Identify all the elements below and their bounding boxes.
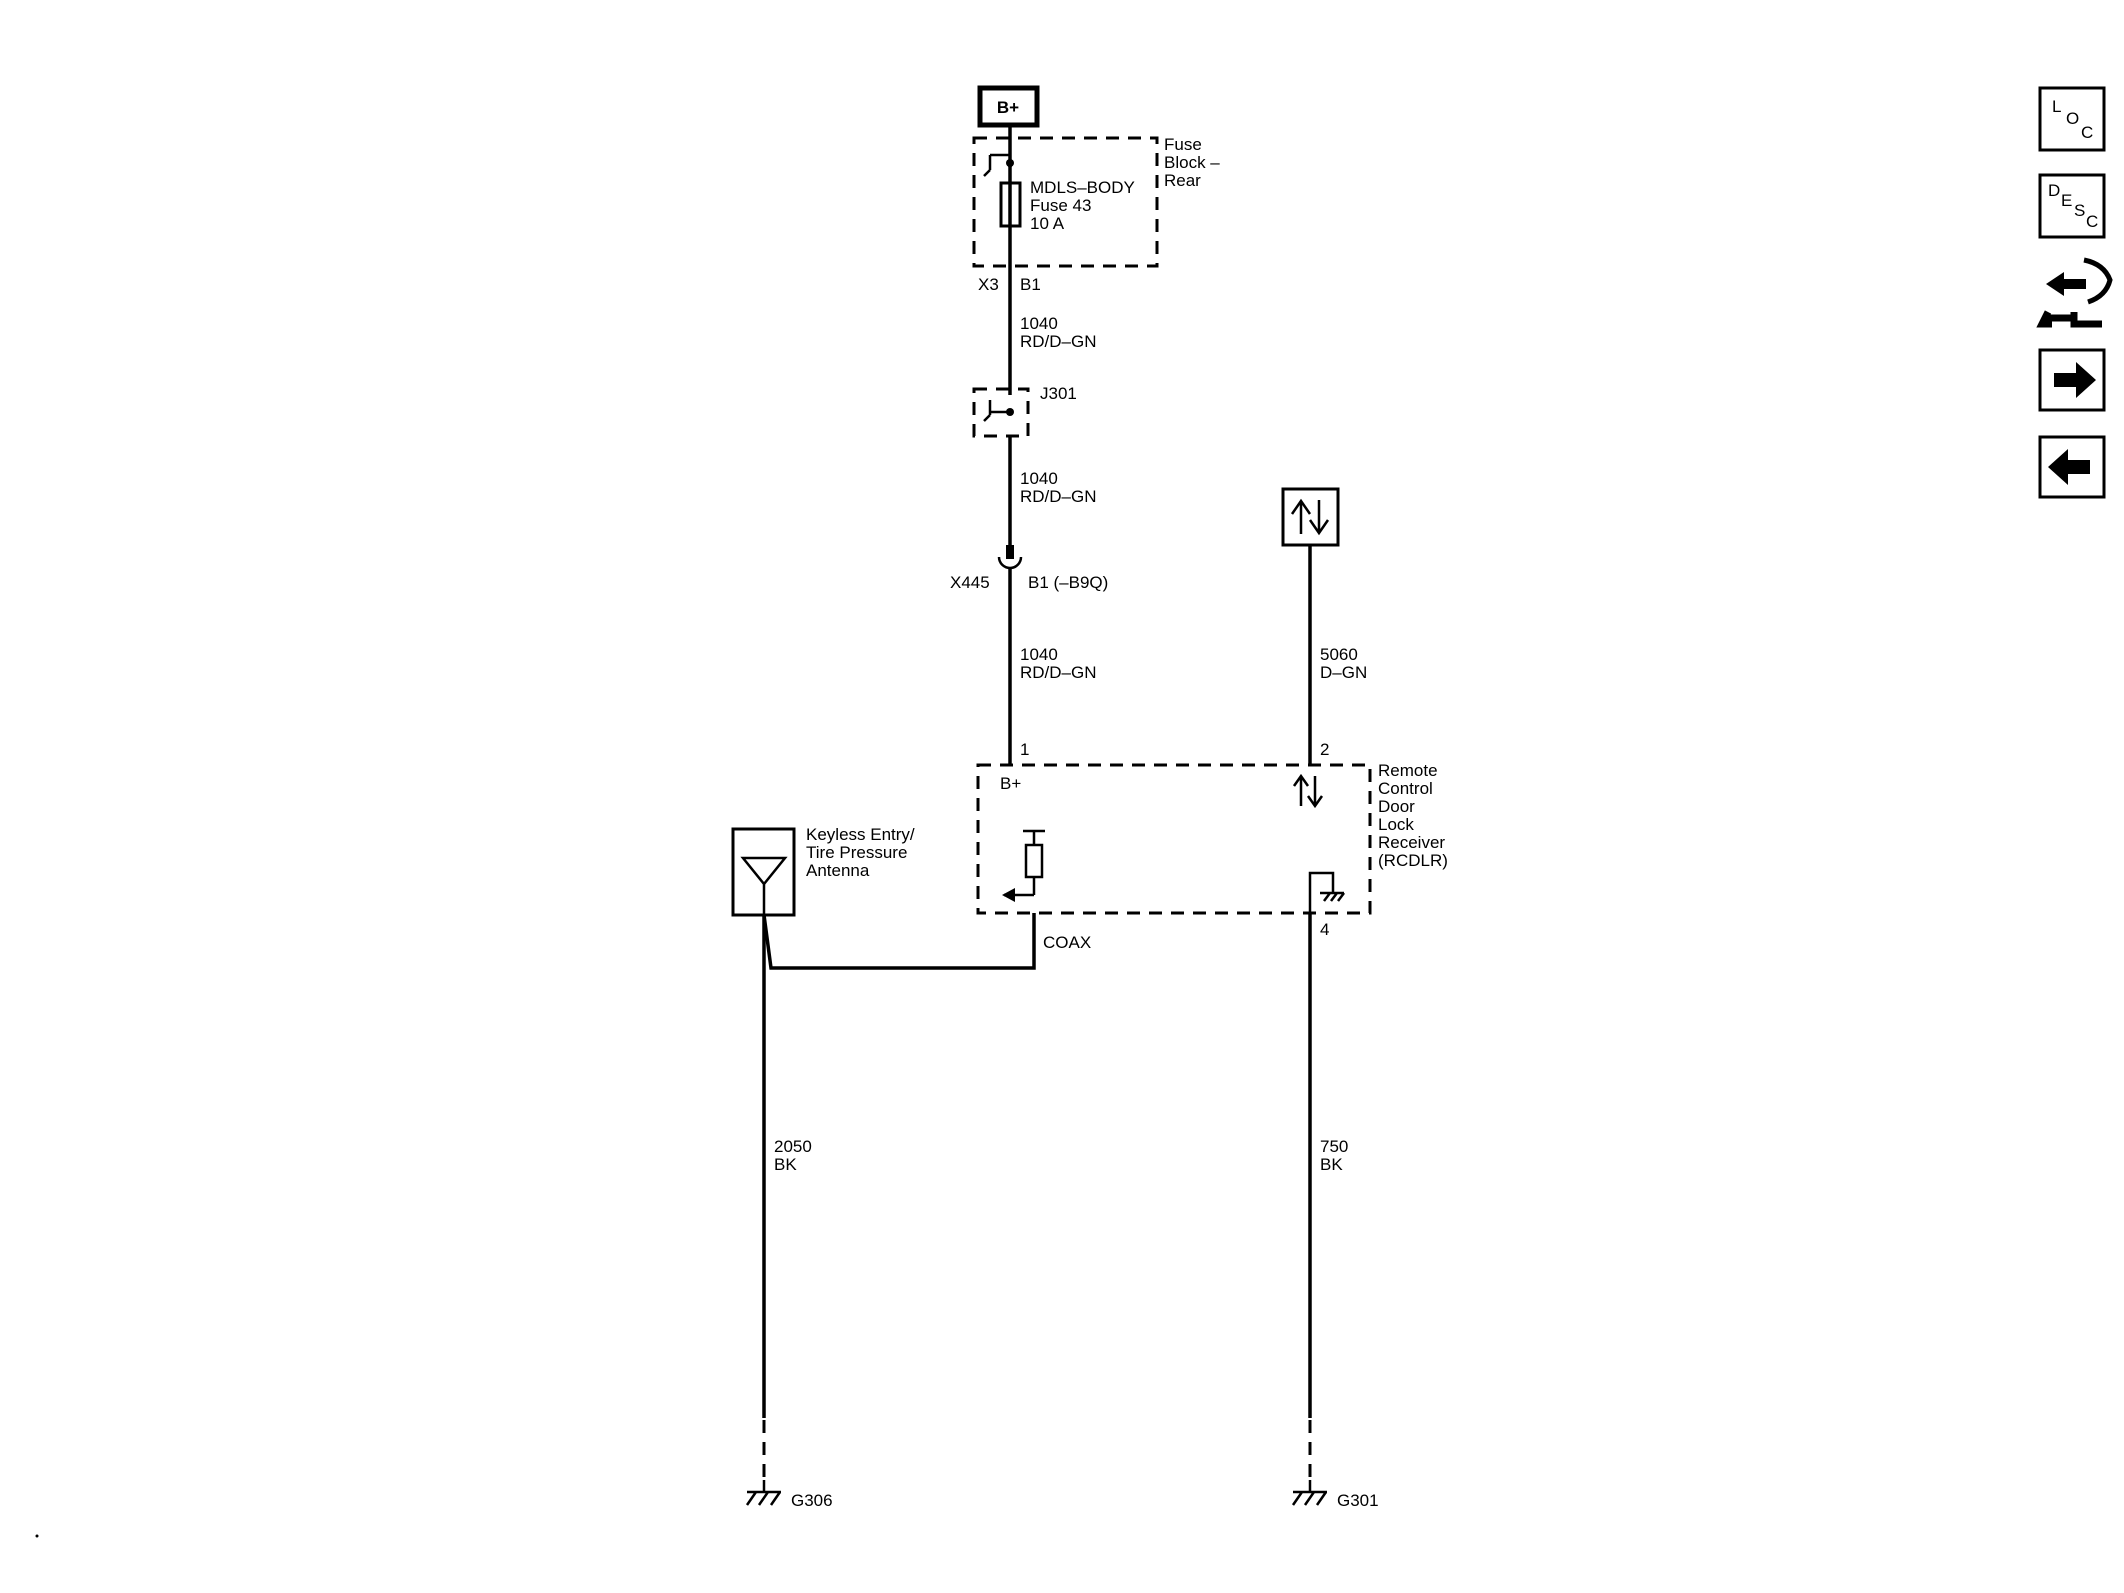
ground-g306-icon [745, 1480, 782, 1506]
antenna-label-2: Tire Pressure [806, 843, 907, 862]
arrow-left-icon [2048, 449, 2090, 485]
remote-control-door-lock-receiver: Remote Control Door Lock Receiver (RCDLR… [976, 740, 1448, 939]
wire-750-circuit: 750 [1320, 1137, 1348, 1156]
loc-letter-l: L [2052, 97, 2061, 116]
fuse-name: MDLS–BODY [1030, 178, 1135, 197]
module-b-plus-label: B+ [1000, 774, 1021, 793]
fuse-block-label-1: Fuse [1164, 135, 1202, 154]
connector-x445-pin-label: B1 (–B9Q) [1028, 573, 1108, 592]
receiver-label-2: Control [1378, 779, 1433, 798]
ground-g301-icon [1291, 1480, 1328, 1506]
desc-letter-d: D [2048, 181, 2060, 200]
receiver-label-3: Door [1378, 797, 1415, 816]
fuse-block-label-2: Block – [1164, 153, 1220, 172]
receiver-label-6: (RCDLR) [1378, 851, 1448, 870]
loc-letter-o: O [2066, 109, 2079, 128]
wire-1040-color-c: RD/D–GN [1020, 663, 1097, 682]
pin-1-label: 1 [1020, 740, 1029, 759]
wire-2050-circuit: 2050 [774, 1137, 812, 1156]
desc-letter-c: C [2086, 212, 2098, 231]
inline-connector-x445: X445 B1 (–B9Q) [950, 545, 1108, 592]
wire-2050-color: BK [774, 1155, 797, 1174]
antenna-label-3: Antenna [806, 861, 870, 880]
fuse-block-label-3: Rear [1164, 171, 1201, 190]
receiver-label-5: Receiver [1378, 833, 1445, 852]
battery-positive-source: B+ [977, 85, 1040, 128]
description-button[interactable]: D E S C [2038, 173, 2106, 239]
location-button[interactable]: L O C [2038, 86, 2106, 152]
keyless-entry-tire-pressure-antenna: Keyless Entry/ Tire Pressure Antenna [731, 825, 915, 917]
next-page-button[interactable] [2038, 348, 2106, 412]
fuse-block-rear: Fuse Block – Rear MDLS–BODY Fuse 43 10 A… [972, 135, 1220, 294]
pin-b1-label: B1 [1020, 275, 1041, 294]
loc-letter-c: C [2081, 123, 2093, 142]
ground-g306-label: G306 [791, 1491, 833, 1510]
wire-1040-circuit-a: 1040 [1020, 314, 1058, 333]
pin-4-label: 4 [1320, 920, 1329, 939]
arrow-right-icon [2054, 362, 2096, 398]
splice-j301: J301 [972, 384, 1077, 438]
wire-5060-circuit: 5060 [1320, 645, 1358, 664]
desc-letter-e: E [2061, 191, 2072, 210]
fuse-rating: 10 A [1030, 214, 1065, 233]
coax-label: COAX [1043, 933, 1091, 952]
serial-data-symbol [1281, 487, 1340, 547]
wire-1040-color-a: RD/D–GN [1020, 332, 1097, 351]
wire-750-color: BK [1320, 1155, 1343, 1174]
fuse-number: Fuse 43 [1030, 196, 1091, 215]
receiver-label-1: Remote [1378, 761, 1438, 780]
wire-1040-circuit-c: 1040 [1020, 645, 1058, 664]
wire-1040-circuit-b: 1040 [1020, 469, 1058, 488]
desc-letter-s: S [2074, 201, 2085, 220]
wire-5060-color: D–GN [1320, 663, 1367, 682]
connector-x445-label: X445 [950, 573, 990, 592]
ground-g301-label: G301 [1337, 1491, 1379, 1510]
b-plus-label: B+ [997, 98, 1019, 117]
antenna-label-1: Keyless Entry/ [806, 825, 915, 844]
pin-2-label: 2 [1320, 740, 1329, 759]
connector-end-view-button[interactable] [2036, 257, 2113, 328]
receiver-label-4: Lock [1378, 815, 1414, 834]
wire-1040-color-b: RD/D–GN [1020, 487, 1097, 506]
connector-end-view-icon [2036, 257, 2113, 328]
connector-x3-label: X3 [978, 275, 999, 294]
internal-serial-data-icon [1292, 773, 1324, 809]
splice-label: J301 [1040, 384, 1077, 403]
previous-page-button[interactable] [2038, 435, 2106, 499]
